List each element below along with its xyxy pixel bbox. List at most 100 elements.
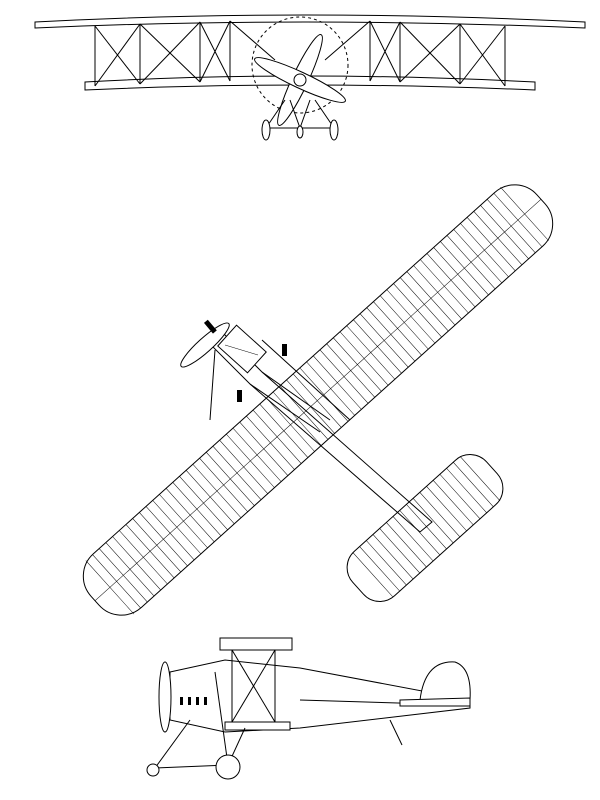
top-main-wing xyxy=(82,184,554,616)
wing-rib xyxy=(412,498,454,544)
wing-rib xyxy=(165,488,215,543)
side-engine-exhausts xyxy=(180,697,207,705)
wing-rib xyxy=(399,510,441,556)
wing-rib xyxy=(219,439,268,494)
side-view xyxy=(146,637,471,780)
wing-rib xyxy=(339,331,389,386)
side-tail-fin xyxy=(419,661,471,701)
wing-rib xyxy=(226,433,275,488)
wing-rib xyxy=(392,516,434,562)
wing-rib xyxy=(486,199,536,253)
wing-rib xyxy=(145,506,195,561)
wing-rib xyxy=(406,271,456,326)
side-lower-wing xyxy=(224,721,291,731)
wing-rib xyxy=(92,554,141,609)
wing-rib xyxy=(379,528,420,574)
wing-rib xyxy=(366,307,416,362)
wing-rib xyxy=(426,253,476,308)
wing-rib xyxy=(466,217,516,272)
wing-rib xyxy=(266,397,315,452)
wing-rib xyxy=(99,548,148,603)
side-tailskid xyxy=(389,719,403,746)
wing-rib xyxy=(152,500,202,555)
wing-rib xyxy=(386,522,427,568)
side-struts xyxy=(154,649,466,769)
top-machine-gun-2 xyxy=(282,344,287,356)
front-propeller xyxy=(254,34,346,126)
side-main-wheel xyxy=(215,754,241,780)
wing-rib xyxy=(333,337,382,392)
wing-rib xyxy=(252,409,302,464)
wing-rib xyxy=(352,552,394,598)
top-engine xyxy=(217,324,267,374)
wing-rib xyxy=(453,229,503,284)
side-upper-wing xyxy=(219,637,293,651)
wing-rib xyxy=(453,462,494,507)
wing-rib xyxy=(105,542,155,597)
front-engine-cowling xyxy=(251,16,349,114)
wing-rib xyxy=(432,480,474,526)
wing-rib xyxy=(440,241,489,296)
wing-rib xyxy=(299,367,349,422)
wing-rib xyxy=(446,468,487,513)
front-view xyxy=(34,14,586,141)
side-tailplane xyxy=(399,697,471,707)
wing-rib xyxy=(239,421,289,476)
wing-rib xyxy=(446,235,496,290)
wing-rib xyxy=(326,343,375,398)
wing-rib xyxy=(85,560,135,615)
wing-rib xyxy=(413,265,462,320)
wing-rib xyxy=(319,349,369,404)
side-nose-wheel xyxy=(146,763,160,777)
wing-rib xyxy=(386,289,436,344)
front-upper-wing xyxy=(34,14,586,29)
wing-rib xyxy=(372,534,414,580)
side-propeller xyxy=(158,661,172,733)
wing-rib xyxy=(159,494,208,549)
wing-rib xyxy=(500,187,549,241)
wing-rib xyxy=(313,355,362,410)
wing-rib xyxy=(192,464,242,518)
wing-rib xyxy=(393,283,442,338)
wing-rib xyxy=(433,247,482,302)
wing-rib xyxy=(292,373,342,428)
wing-rib xyxy=(420,259,469,314)
wing-rib xyxy=(359,546,400,592)
wing-rib xyxy=(185,470,235,524)
wing-rib xyxy=(459,456,501,501)
wing-rib xyxy=(346,325,396,380)
wing-rib xyxy=(232,427,282,482)
wing-rib xyxy=(139,512,188,567)
top-fuselage xyxy=(209,331,433,533)
wing-rib xyxy=(426,486,467,532)
wing-rib xyxy=(206,452,255,506)
wing-rib xyxy=(419,492,461,538)
wing-rib xyxy=(125,524,175,579)
wing-rib xyxy=(259,403,309,458)
wing-rib xyxy=(460,223,509,278)
front-wheel-right xyxy=(329,119,339,141)
wing-rib xyxy=(373,301,422,356)
wing-rib xyxy=(379,295,429,350)
wing-rib xyxy=(179,476,228,530)
wing-rib xyxy=(480,205,529,259)
wing-rib xyxy=(172,482,222,536)
front-wheel-left xyxy=(261,119,271,141)
top-machine-gun xyxy=(203,319,217,334)
top-view xyxy=(82,184,554,616)
wing-rib xyxy=(366,540,407,586)
wing-rib xyxy=(439,474,481,520)
side-fuselage xyxy=(169,659,471,733)
wing-rib xyxy=(119,530,168,585)
wing-rib xyxy=(132,518,182,573)
front-landing-gear xyxy=(261,99,339,141)
wing-rib xyxy=(359,313,409,368)
wing-rib xyxy=(399,277,449,332)
wing-rib xyxy=(212,446,262,500)
wing-rib xyxy=(199,458,248,512)
top-propeller xyxy=(180,322,230,368)
wing-rib xyxy=(493,193,543,247)
front-interplane-struts xyxy=(94,20,506,87)
